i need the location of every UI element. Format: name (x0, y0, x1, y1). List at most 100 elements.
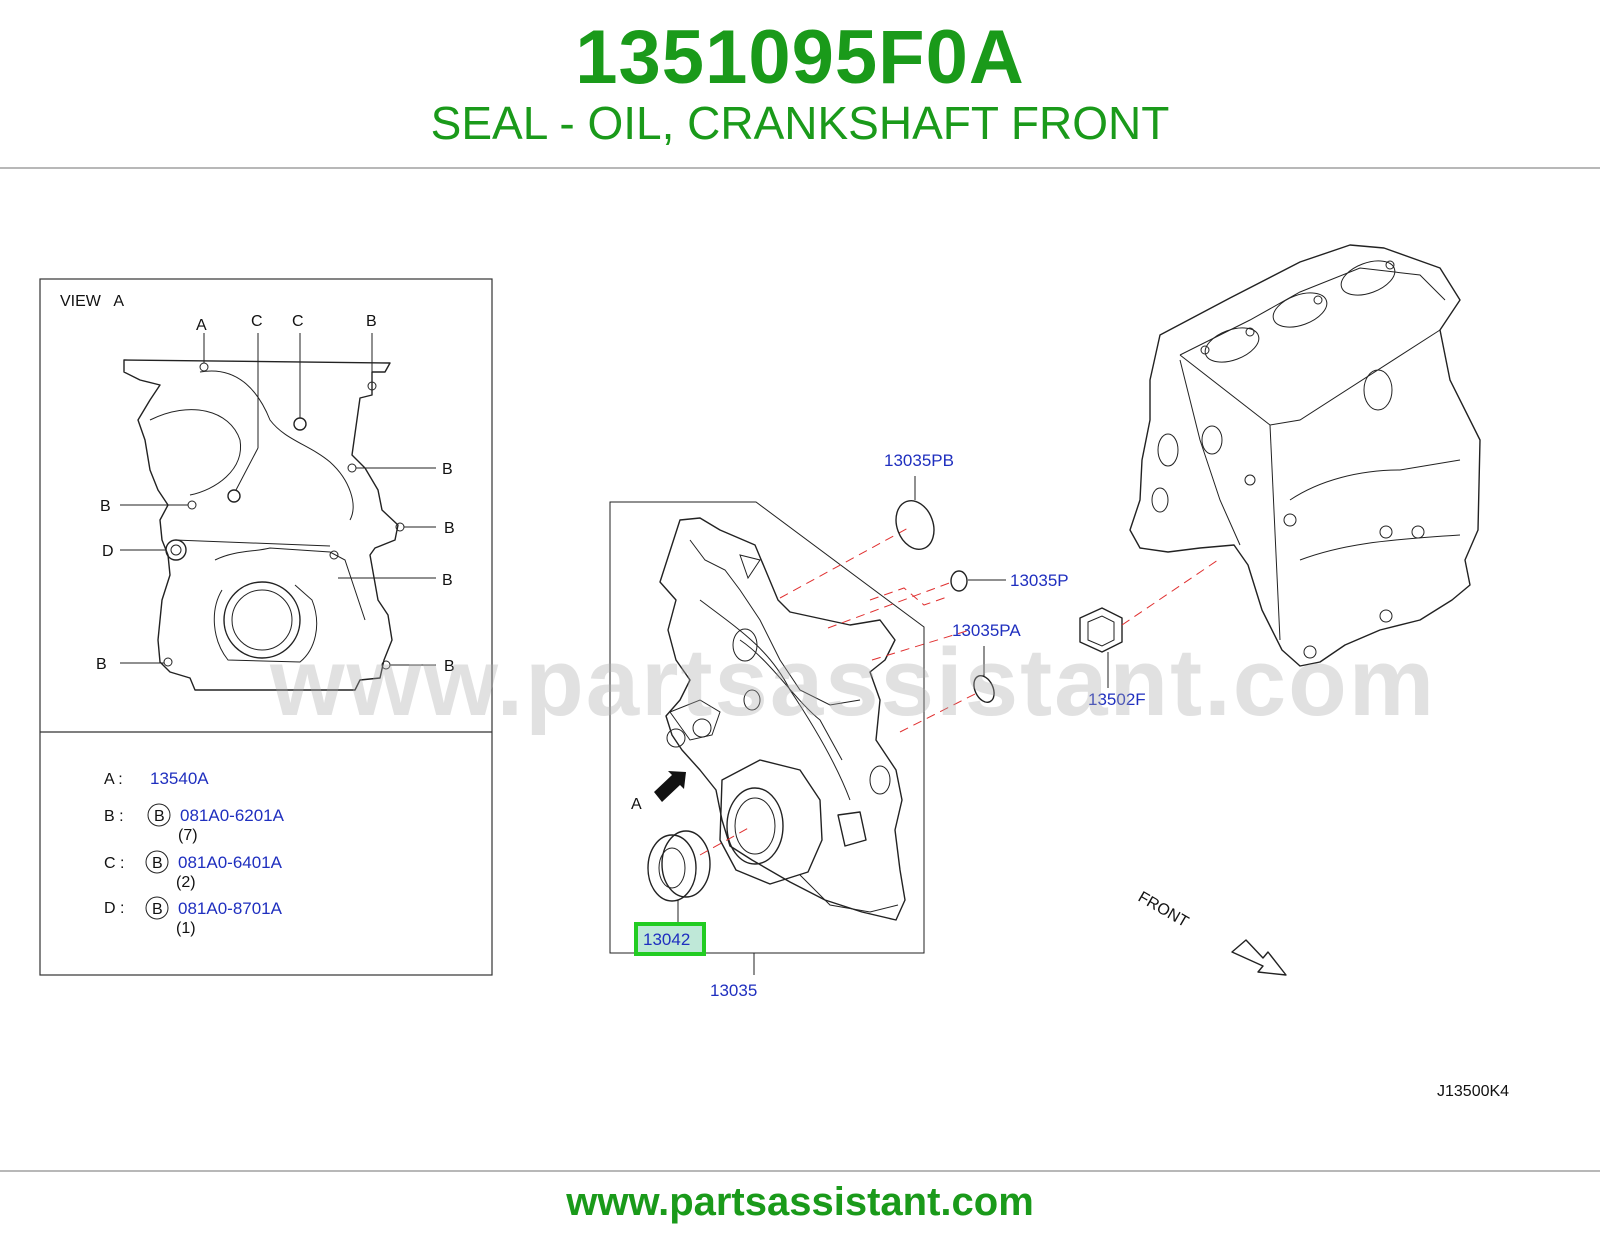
cover-boss (669, 699, 721, 741)
view-panel-frame (39, 278, 493, 976)
legend-badge-d: B (152, 901, 163, 918)
block-rib-1 (1289, 459, 1461, 501)
part-number-title: 1351095F0A (575, 15, 1025, 100)
block-boss-3 (1157, 433, 1179, 467)
callout-13035pa[interactable]: 13035PA (952, 621, 1021, 640)
legend-key-a: A : (104, 771, 123, 788)
view-direction-arrow-icon (654, 771, 686, 802)
oil-pump-housing (719, 759, 823, 885)
plug-13035p (950, 570, 968, 592)
callout-13042[interactable]: 13042 (643, 930, 690, 949)
legend-qty-d: (1) (176, 920, 196, 937)
block-boss-4 (1151, 487, 1169, 513)
footer-site-link[interactable]: www.partsassistant.com (566, 1180, 1034, 1224)
cover-rib-2 (149, 409, 241, 496)
fastener-legend: A : 13540A B : B 081A0-6201A (7) C : B 0… (104, 769, 285, 937)
cover-rib-1 (199, 370, 354, 521)
bolt-badge-icon (145, 896, 169, 920)
legend-part-b[interactable]: 081A0-6201A (180, 806, 285, 825)
block-boss-1 (1363, 369, 1393, 411)
bolt-hole-d-inner (170, 544, 182, 556)
callout-13035[interactable]: 13035 (710, 981, 757, 1000)
header-divider (0, 167, 1600, 169)
cylinder-block (1079, 244, 1481, 688)
part-name-subtitle: SEAL - OIL, CRANKSHAFT FRONT (430, 97, 1170, 149)
block-rib-2 (1299, 534, 1461, 561)
highlight-box-13042 (634, 922, 706, 956)
cover-rib-3 (174, 539, 331, 547)
plug-install-line-pb (779, 526, 911, 599)
view-letter-b-top: B (366, 313, 377, 330)
bolt-hole-b4 (329, 550, 339, 560)
bolt-hole-b5 (187, 500, 197, 510)
cover-boss-hole-2 (692, 718, 712, 738)
legend-part-c[interactable]: 081A0-6401A (178, 853, 283, 872)
block-hole-3 (1379, 609, 1393, 623)
timing-cover-assembly: A (609, 501, 976, 954)
dowel-13502f (1079, 607, 1123, 653)
front-direction-indicator: FRONT (1135, 889, 1287, 976)
crank-bore-iso-inner (734, 797, 776, 855)
view-leaders (120, 333, 436, 666)
block-face-edge (1179, 359, 1241, 546)
timing-cover-front-view (123, 359, 399, 691)
deck-hole-4 (1200, 345, 1210, 355)
view-a-panel: VIEW A (39, 278, 493, 976)
block-corner-edge (1269, 424, 1281, 641)
legend-key-b: B : (104, 808, 124, 825)
cylinder-block-outline (1129, 244, 1481, 667)
bolt-hole-c1 (293, 417, 307, 431)
bolt-hole-a (199, 362, 209, 372)
block-hole-1 (1379, 525, 1393, 539)
cover-rib-a (689, 539, 861, 706)
front-arrow-icon (1231, 939, 1287, 976)
view-letter-b-right-3: B (442, 572, 453, 589)
legend-badge-c: B (152, 855, 163, 872)
cover-window-2 (869, 765, 891, 795)
bolt-hole-d (165, 539, 187, 561)
callout-13502f[interactable]: 13502F (1088, 690, 1146, 709)
plug-install-line-pa2 (899, 693, 976, 733)
footer-divider (0, 1170, 1600, 1172)
callout-13035p[interactable]: 13035P (1010, 571, 1069, 590)
view-title: VIEW A (60, 293, 124, 310)
cover-window-1 (732, 628, 758, 662)
legend-part-a[interactable]: 13540A (150, 769, 209, 788)
deck-hole-2 (1245, 327, 1255, 337)
plug-install-line-p (827, 581, 953, 629)
bolt-hole-b6 (163, 657, 173, 667)
crank-bore (223, 581, 301, 659)
plug-install-line-p2 (869, 587, 951, 606)
view-letter-a-top: A (196, 317, 207, 334)
dowel-13502f-inner (1087, 615, 1115, 647)
view-letter-b-right-4: B (444, 658, 455, 675)
crankshaft-oil-seal-back (661, 830, 711, 898)
view-letter-c-top-1: C (251, 313, 263, 330)
legend-badge-b: B (154, 808, 165, 825)
block-deck-edge (1179, 267, 1446, 356)
callout-13035pb[interactable]: 13035PB (884, 451, 954, 470)
cylinder-bore-1 (1204, 327, 1260, 363)
timing-cover-body (659, 517, 906, 921)
cylinder-bore-3 (1340, 260, 1396, 296)
view-letter-b-right-1: B (442, 461, 453, 478)
block-hole-4 (1303, 645, 1317, 659)
legend-key-d: D : (104, 900, 124, 917)
plug-install-line-pa (871, 629, 971, 661)
block-hole-6 (1244, 474, 1256, 486)
crankshaft-oil-seal (647, 834, 697, 902)
view-letter-b-left-2: B (96, 656, 107, 673)
legend-qty-c: (2) (176, 874, 196, 891)
cover-notch (739, 554, 761, 580)
legend-part-d[interactable]: 081A0-8701A (178, 899, 283, 918)
relief-valve-plug (837, 811, 867, 847)
block-deck-front (1179, 329, 1441, 426)
oil-pump-boss (213, 584, 318, 663)
block-hole-2 (1411, 525, 1425, 539)
cover-rib-c (739, 639, 843, 761)
plug-13035pb (895, 500, 935, 550)
cylinder-bore-2 (1272, 292, 1328, 328)
cover-lower-rib (799, 874, 899, 913)
bolt-hole-b2 (347, 463, 357, 473)
